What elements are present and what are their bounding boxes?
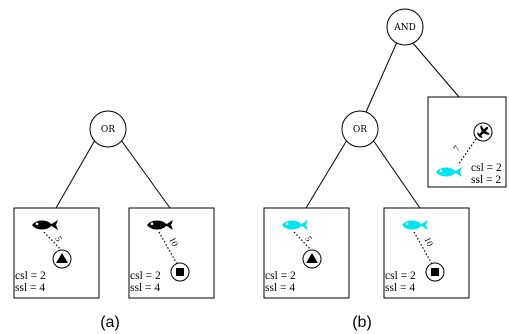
side-leaf-box: 7 csl = 2 ssl = 2 bbox=[427, 96, 507, 188]
ssl-label: ssl = 2 bbox=[471, 174, 501, 186]
csl-label: csl = 2 bbox=[130, 270, 161, 282]
edge-or-to-leaf-1 bbox=[305, 139, 348, 209]
and-node: AND bbox=[386, 8, 424, 46]
edge-or-to-leaf-2 bbox=[120, 139, 171, 209]
or-node-label: OR bbox=[353, 125, 367, 135]
or-node: OR bbox=[89, 110, 127, 148]
square-target-icon bbox=[425, 262, 445, 282]
panel-b: AND OR 5 csl = 2 ssl = 4 bbox=[263, 8, 507, 331]
or-node: OR bbox=[341, 110, 379, 148]
csl-label: csl = 2 bbox=[385, 270, 416, 282]
csl-label: csl = 2 bbox=[265, 270, 296, 282]
panel-a-caption: (a) bbox=[100, 314, 120, 331]
ssl-label: ssl = 4 bbox=[385, 282, 415, 294]
plane-target-icon bbox=[473, 122, 493, 142]
or-node-label: OR bbox=[101, 125, 115, 135]
panel-a: OR 5 csl = 2 ssl = 4 10 bbox=[13, 110, 215, 331]
and-node-label: AND bbox=[393, 23, 416, 33]
distance-line bbox=[43, 231, 63, 252]
triangle-target-icon bbox=[302, 249, 322, 269]
distance-line bbox=[158, 231, 178, 265]
ssl-label: ssl = 4 bbox=[265, 282, 295, 294]
edge-or-to-leaf-1 bbox=[55, 139, 96, 209]
edge-or-to-leaf-2 bbox=[372, 139, 421, 209]
ssl-label: ssl = 4 bbox=[15, 282, 45, 294]
edge-and-to-side-leaf bbox=[411, 41, 460, 98]
edge-and-to-or bbox=[365, 41, 398, 113]
distance-label: 7 bbox=[451, 143, 462, 153]
distance-label: 5 bbox=[53, 235, 64, 244]
leaf-box: 10 csl = 2 ssl = 4 bbox=[128, 207, 215, 299]
leaf-box: 5 csl = 2 ssl = 4 bbox=[13, 207, 100, 299]
triangle-target-icon bbox=[52, 249, 72, 269]
ssl-label: ssl = 4 bbox=[130, 282, 160, 294]
csl-label: csl = 2 bbox=[15, 270, 46, 282]
distance-label: 5 bbox=[303, 235, 314, 244]
distance-line bbox=[413, 231, 433, 265]
distance-line bbox=[293, 231, 313, 252]
leaf-box: 5 csl = 2 ssl = 4 bbox=[263, 207, 350, 299]
leaf-box: 10 csl = 2 ssl = 4 bbox=[383, 207, 470, 299]
panel-b-caption: (b) bbox=[352, 314, 372, 331]
csl-label: csl = 2 bbox=[471, 162, 502, 174]
square-target-icon bbox=[170, 262, 190, 282]
